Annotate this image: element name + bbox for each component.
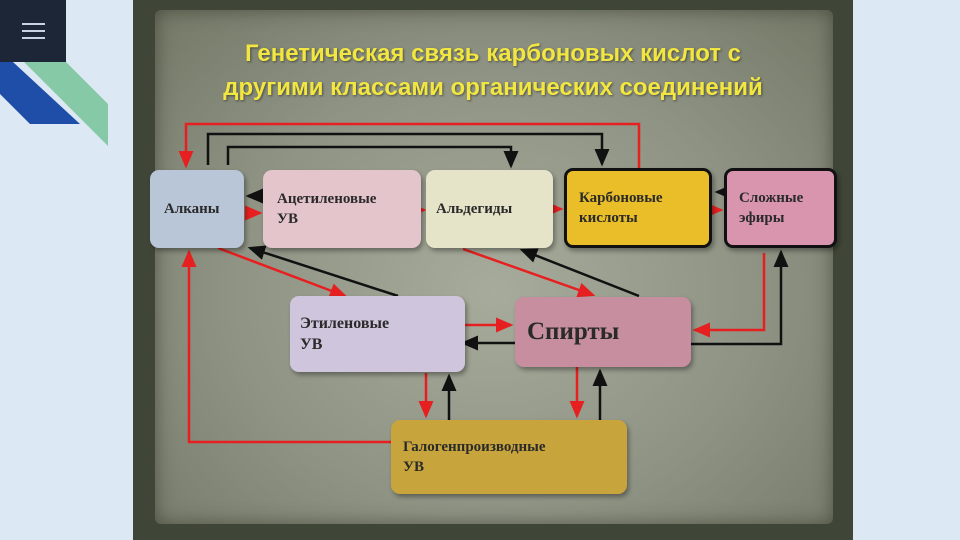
node-label: Галогенпроизводные: [403, 439, 546, 455]
arrow-alkany-to-aldehydes: [226, 145, 519, 169]
arrow-ethylene-to-alkany: [247, 245, 399, 298]
arrow-alkany-to-ethylene: [217, 246, 348, 298]
arrow-alkany-to-carboxylic: [206, 132, 610, 167]
arrow-halogen-to-alkany: [181, 249, 391, 444]
hamburger-menu-icon: [22, 23, 45, 25]
node-label: Этиленовые: [300, 315, 390, 332]
hamburger-menu-button[interactable]: [0, 0, 66, 62]
node-label: кислоты: [579, 210, 638, 226]
node-label: Спирты: [527, 318, 620, 345]
hamburger-menu-icon-bar: [22, 37, 45, 39]
node-ethylene-hydrocarbons[interactable]: Этиленовые УВ: [290, 296, 465, 372]
node-aldehydes[interactable]: Альдегиды: [426, 170, 553, 248]
node-carboxylic-acids[interactable]: Карбоновые кислоты: [564, 168, 712, 248]
node-label: Ацетиленовые: [277, 191, 377, 207]
slide-title-line-2: другими классами органических соединений: [223, 74, 763, 101]
node-label: Алканы: [164, 200, 220, 217]
slide: Генетическая связь карбоновых кислот с д…: [133, 0, 853, 540]
node-alcohols[interactable]: Спирты: [515, 297, 691, 367]
node-label: Сложные: [739, 190, 804, 206]
arrow-aldehydes-to-alcohols: [462, 247, 596, 298]
hamburger-menu-icon-bar: [22, 30, 45, 32]
node-label: УВ: [277, 211, 299, 227]
node-label: УВ: [403, 459, 425, 475]
right-margin-panel: [853, 0, 960, 540]
node-label: УВ: [300, 336, 323, 353]
node-label: Карбоновые: [579, 190, 663, 206]
arrow-carboxylic-to-alkany: [178, 122, 641, 169]
arrow-alcohols-to-aldehydes: [519, 248, 640, 298]
diagram-arrows: [178, 122, 789, 444]
node-alkanes[interactable]: Алканы: [150, 170, 244, 248]
corner-decoration: [0, 50, 108, 146]
slide-title-line-1: Генетическая связь карбоновых кислот с: [244, 40, 742, 67]
node-label: Альдегиды: [436, 200, 513, 217]
arrow-esters-to-alcohols: [692, 253, 766, 338]
node-halogen-derivatives[interactable]: Галогенпроизводные УВ: [391, 420, 627, 494]
arrow-alcohols-to-esters: [691, 249, 789, 346]
node-acetylene-hydrocarbons[interactable]: Ацетиленовые УВ: [263, 170, 421, 248]
node-label: эфиры: [739, 210, 785, 226]
node-esters[interactable]: Сложные эфиры: [724, 168, 837, 248]
